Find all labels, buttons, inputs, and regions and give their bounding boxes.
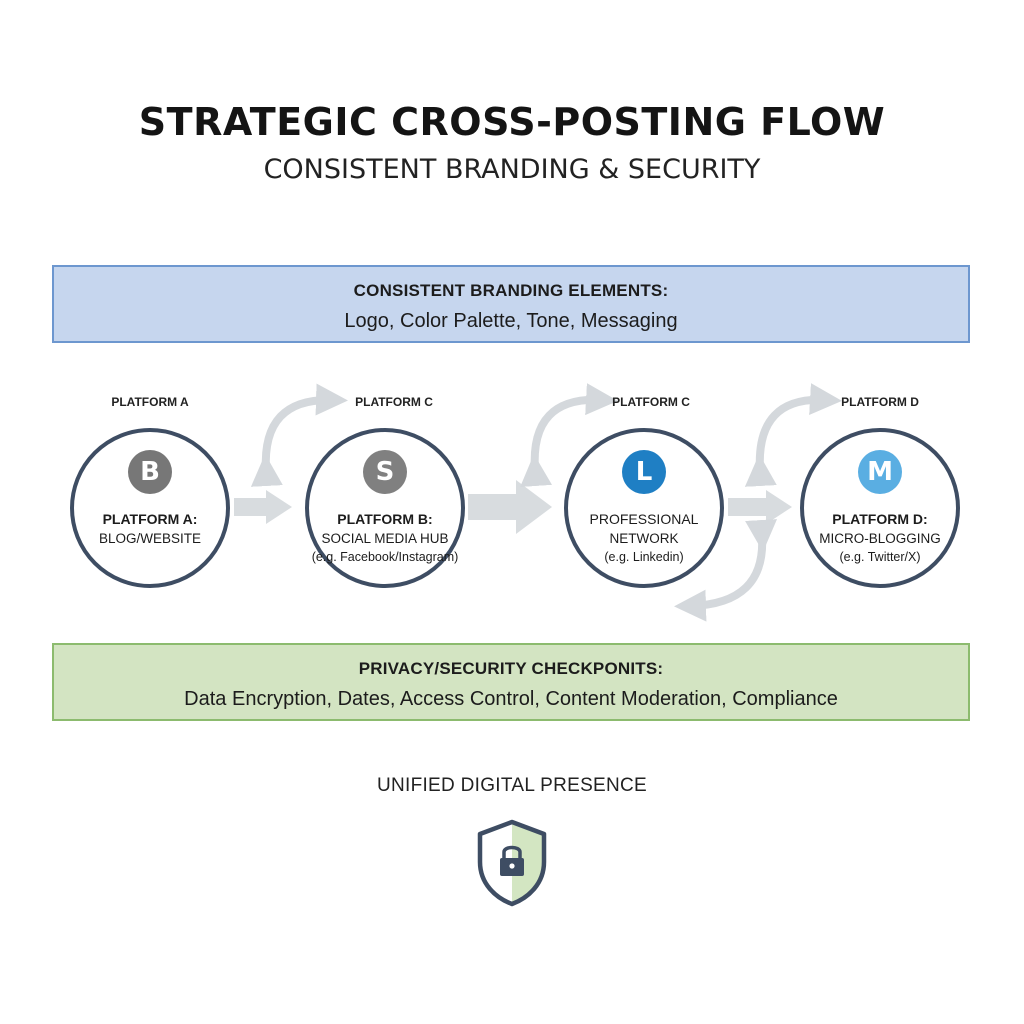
branding-elements-band: CONSISTENT BRANDING ELEMENTS: Logo, Colo…: [52, 265, 970, 343]
page-title: STRATEGIC CROSS-POSTING FLOW: [138, 100, 886, 144]
platform-label-2: PLATFORM C: [355, 395, 433, 409]
page-subtitle: CONSISTENT BRANDING & SECURITY: [263, 154, 761, 185]
blog-icon: B: [128, 450, 172, 494]
platform-node-professional: L PROFESSIONAL NETWORK (e.g. Linkedin): [564, 428, 724, 588]
straight-arrow-a-b: [234, 490, 292, 524]
straight-arrow-c-d: [728, 490, 792, 524]
platform-type: SOCIAL MEDIA HUB: [321, 531, 449, 546]
platform-label-1: PLATFORM A: [111, 395, 189, 409]
platform-name: PROFESSIONAL: [589, 511, 699, 527]
platform-example: (e.g. Facebook/Instagram): [311, 550, 459, 564]
branding-heading: CONSISTENT BRANDING ELEMENTS:: [353, 281, 669, 300]
platform-example: (e.g. Linkedin): [604, 550, 684, 564]
security-text: Data Encryption, Dates, Access Control, …: [184, 688, 838, 710]
straight-arrow-b-c: [468, 480, 552, 534]
platform-type: MICRO-BLOGGING: [819, 531, 941, 546]
shield-lock-icon: [477, 819, 547, 907]
curved-arrow-4: [674, 519, 778, 622]
curved-arrow-1: [250, 383, 348, 487]
platform-type: NETWORK: [609, 531, 679, 546]
platform-node-microblog: M PLATFORM D: MICRO-BLOGGING (e.g. Twitt…: [800, 428, 960, 588]
platform-label-4: PLATFORM D: [841, 395, 919, 409]
unified-presence-label: UNIFIED DIGITAL PRESENCE: [376, 775, 648, 796]
curved-arrow-2: [520, 383, 618, 488]
platform-node-social: S PLATFORM B: SOCIAL MEDIA HUB (e.g. Fac…: [305, 428, 465, 588]
platform-example: (e.g. Twitter/X): [839, 550, 921, 564]
professional-network-icon: L: [622, 450, 666, 494]
micro-blogging-icon: M: [858, 450, 902, 494]
platform-name: PLATFORM A:: [102, 511, 198, 527]
platform-label-3: PLATFORM C: [612, 395, 690, 409]
security-checkpoints-band: PRIVACY/SECURITY CHECKPONITS: Data Encry…: [52, 643, 970, 721]
curved-arrow-3: [744, 383, 842, 487]
platform-type: BLOG/WEBSITE: [98, 531, 202, 546]
branding-text: Logo, Color Palette, Tone, Messaging: [344, 310, 678, 332]
platform-name: PLATFORM B:: [337, 511, 433, 527]
platform-node-blog: B PLATFORM A: BLOG/WEBSITE: [70, 428, 230, 588]
security-heading: PRIVACY/SECURITY CHECKPONITS:: [358, 659, 664, 678]
social-media-icon: S: [363, 450, 407, 494]
platform-name: PLATFORM D:: [832, 511, 928, 527]
